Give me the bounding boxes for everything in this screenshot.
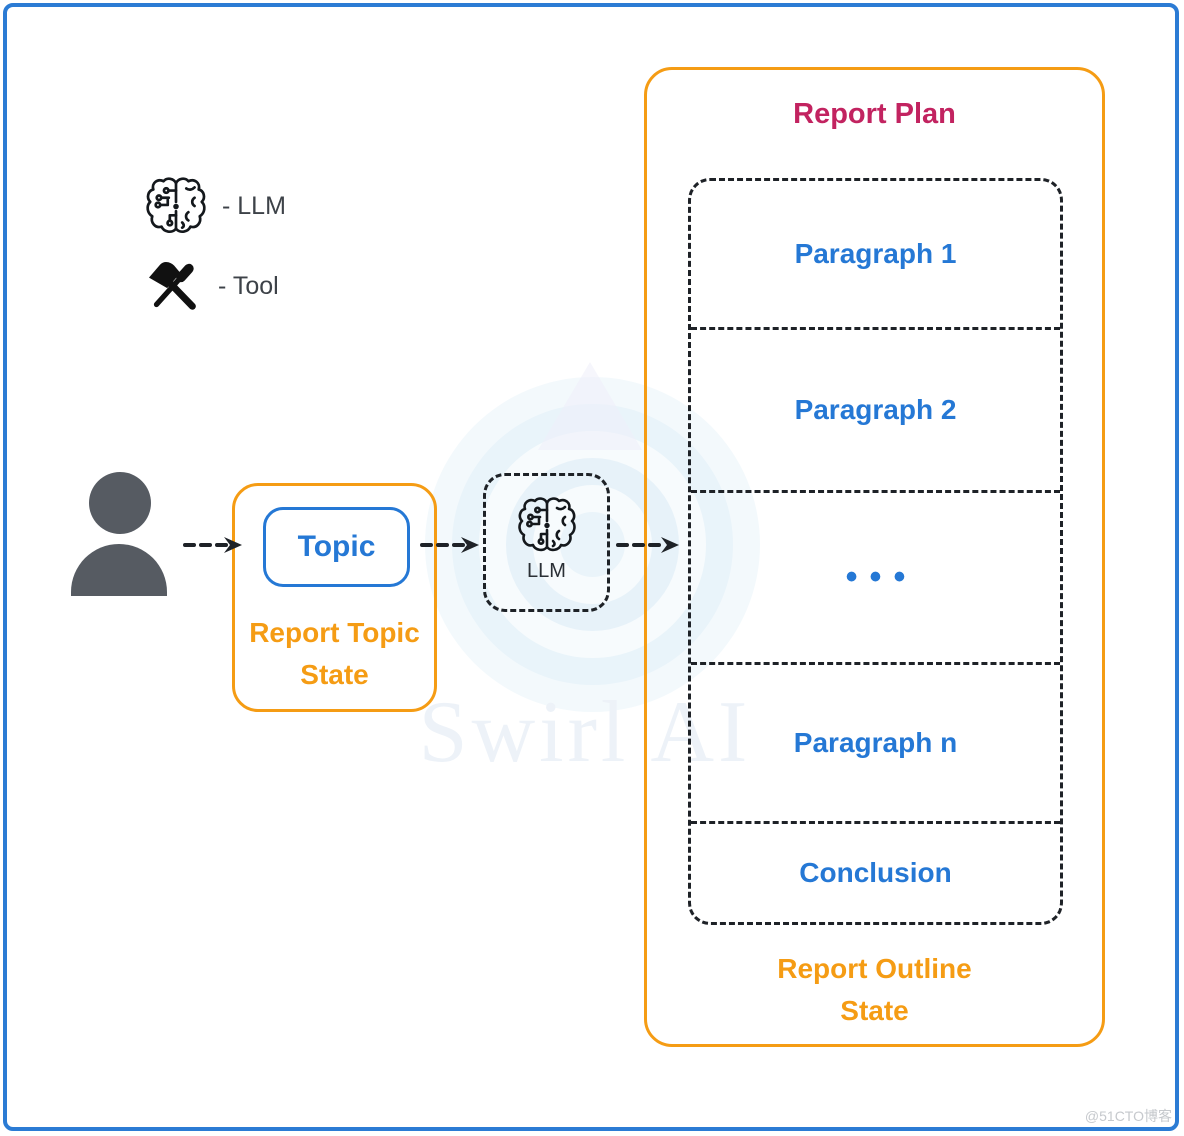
user-icon-head	[89, 472, 151, 534]
brand-watermark: Swirl AI	[418, 684, 752, 781]
report-outline-state-caption-line1: Report Outline	[777, 953, 972, 984]
legend-llm-label: - LLM	[222, 192, 286, 220]
report-topic-state-caption: Report Topic State	[235, 612, 434, 696]
report-outline-list: Paragraph 1 Paragraph 2 ••• Paragraph n …	[688, 178, 1063, 925]
llm-node-label: LLM	[527, 560, 566, 582]
swirl-ring-core	[560, 512, 625, 577]
brain-icon-small	[517, 497, 576, 552]
swirl-drop-apex	[538, 362, 642, 450]
report-topic-state-box: Topic Report Topic State	[232, 483, 437, 712]
credit-watermark: @51CTO博客	[1084, 1108, 1172, 1124]
plan-section-paragraph-2: Paragraph 2	[691, 326, 1060, 491]
brain-icon	[143, 172, 209, 245]
report-plan-box: Report Plan Paragraph 1 Paragraph 2 ••• …	[644, 67, 1105, 1047]
report-topic-state-caption-line1: Report Topic	[249, 617, 420, 648]
llm-node: LLM	[483, 473, 610, 612]
arrow-topic-to-llm	[420, 537, 479, 553]
arrow-llm-to-plan	[616, 537, 679, 553]
topic-node: Topic	[263, 507, 410, 587]
report-plan-title: Report Plan	[793, 98, 956, 130]
outer-frame	[3, 3, 1179, 1131]
tool-icon	[146, 258, 202, 321]
report-outline-state-caption-line2: State	[840, 995, 909, 1026]
report-outline-state-caption: Report Outline State	[647, 948, 1102, 1032]
plan-section-ellipsis: •••	[691, 490, 1060, 662]
plan-section-conclusion: Conclusion	[691, 820, 1060, 922]
legend-tool-label: - Tool	[218, 272, 279, 300]
plan-section-paragraph-n: Paragraph n	[691, 662, 1060, 821]
user-icon	[70, 472, 168, 598]
arrow-user-to-topic	[183, 537, 242, 553]
plan-section-paragraph-1: Paragraph 1	[794, 237, 957, 269]
report-topic-state-caption-line2: State	[300, 659, 369, 690]
user-icon-body	[71, 544, 167, 596]
